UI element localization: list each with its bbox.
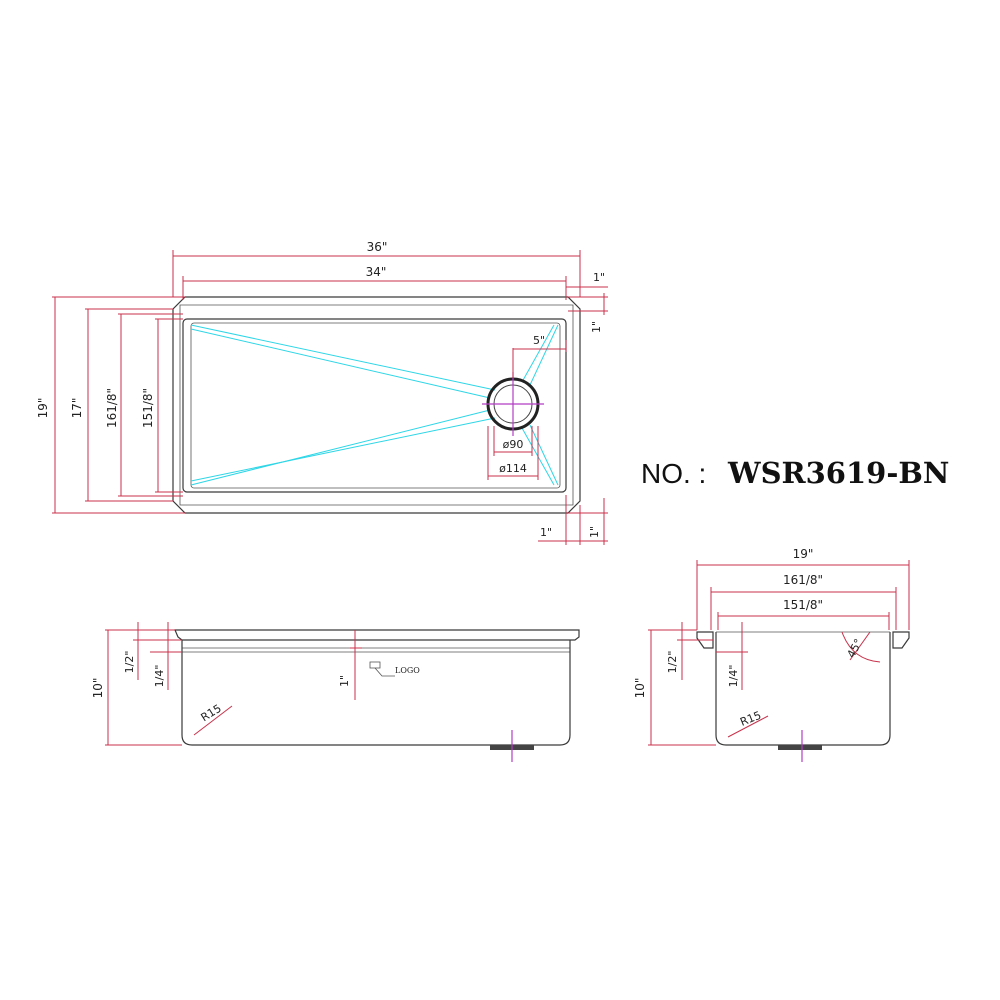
dim-drain-diameters: ø90 ø114	[487, 426, 539, 480]
dim-top-36: 36"	[172, 240, 581, 297]
front-view: LOGO 1" R15 10" 1/2" 1/4"	[91, 622, 580, 762]
dim-drain-offset: 5"	[512, 334, 567, 378]
model-code: WSR3619-BN	[727, 456, 949, 490]
label-side-overall: 19"	[793, 547, 814, 561]
dim-left-stack: 19" 17" 161/8" 151/8"	[36, 296, 185, 514]
label-front-radius: R15	[199, 702, 224, 724]
label-front-height: 10"	[91, 678, 105, 699]
label-front-ledge-one: 1"	[338, 675, 351, 687]
dim-rim-bottom: 1" 1"	[538, 495, 608, 545]
top-rim-line	[179, 304, 574, 506]
label-side-15: 151/8"	[783, 598, 823, 612]
top-bowl-inner	[190, 322, 561, 489]
top-outer-outline	[172, 296, 581, 514]
label-depth-17: 17"	[70, 398, 84, 419]
side-view: 19" 161/8" 151/8" 45° R15 10" 1/2" 1	[633, 547, 910, 762]
label-side-ledge-half: 1/2"	[666, 651, 679, 674]
side-drain-stub	[778, 745, 822, 750]
label-side-angle: 45°	[845, 637, 866, 660]
logo-label: LOGO	[395, 666, 420, 675]
front-bowl	[181, 640, 571, 746]
label-rim-bottom-left: 1"	[540, 526, 552, 539]
dim-rim-right-top: 1"	[566, 271, 608, 291]
angle-arc	[841, 631, 881, 663]
label-front-ledge-quarter: 1/4"	[153, 665, 166, 688]
label-drain-offset: 5"	[533, 334, 545, 347]
label-side-radius: R15	[738, 709, 763, 729]
drain-slope-lines	[190, 324, 559, 486]
dim-rim-right-side: 1"	[568, 293, 608, 333]
top-bowl-outline	[182, 318, 567, 493]
label-overall-depth: 19"	[36, 398, 50, 419]
label-depth-15: 151/8"	[141, 388, 155, 428]
label-rim-right-side: 1"	[590, 321, 603, 333]
model-number: NO. : WSR3619-BN	[641, 456, 949, 490]
logo-plate	[369, 661, 381, 669]
label-rim-bottom-right: 1"	[588, 526, 601, 538]
label-rim-right-top: 1"	[593, 271, 605, 284]
label-front-ledge-half: 1/2"	[123, 651, 136, 674]
label-side-height: 10"	[633, 678, 647, 699]
label-side-16: 161/8"	[783, 573, 823, 587]
dim-top-34: 34"	[182, 265, 567, 300]
label-inner-width: 34"	[366, 265, 387, 279]
side-deck-right	[892, 631, 910, 649]
top-view: 36" 34" 1" 1" 5"	[36, 240, 608, 545]
label-drain-outer: ø114	[499, 462, 527, 475]
front-deck	[174, 629, 580, 641]
label-side-ledge-quarter: 1/4"	[727, 665, 740, 688]
side-deck	[696, 631, 714, 649]
label-depth-16: 161/8"	[105, 388, 119, 428]
label-overall-width: 36"	[367, 240, 388, 254]
drain	[482, 372, 544, 436]
model-prefix: NO. :	[641, 458, 706, 489]
label-drain-inner: ø90	[503, 438, 524, 451]
